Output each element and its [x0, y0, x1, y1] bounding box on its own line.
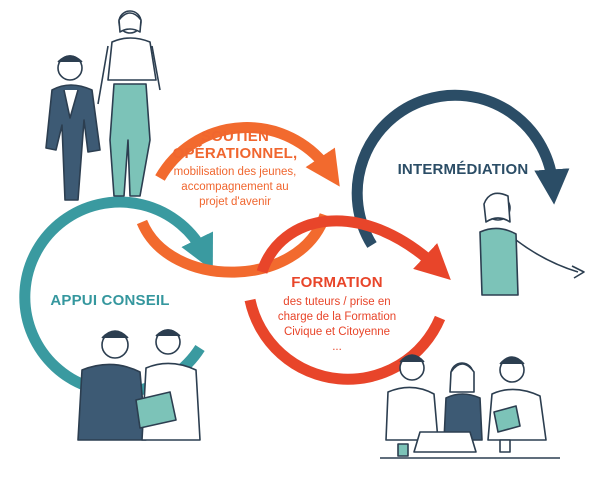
formation-title: FORMATION — [291, 274, 383, 291]
soutien-desc-line1: mobilisation des jeunes, — [173, 166, 297, 178]
advisors-illustration — [77, 329, 201, 441]
soutien-title-line1: SOUTIEN — [200, 128, 270, 145]
formation-desc-line2: charge de la Formation — [277, 311, 397, 323]
soutien-label: SOUTIEN OPÉRATIONNEL, mobilisation des j… — [170, 128, 300, 210]
training-group-illustration — [380, 354, 560, 459]
formation-desc-line1: des tuteurs / prise en — [283, 296, 391, 308]
soutien-desc-line2: accompagnement au — [181, 181, 289, 193]
intermediation-label: INTERMÉDIATION — [388, 161, 538, 178]
youth-illustration — [45, 10, 161, 201]
soutien-arrow-lower — [136, 213, 331, 278]
soutien-desc-line3: projet d'avenir — [199, 196, 271, 208]
intermediation-arrow — [351, 89, 570, 248]
mediator-illustration — [479, 192, 585, 296]
formation-label: FORMATION des tuteurs / prise en charge … — [262, 274, 412, 355]
formation-arrow-lower — [244, 298, 446, 385]
formation-desc-line4: ... — [332, 341, 342, 353]
soutien-arrow — [155, 122, 340, 187]
formation-arrow-upper — [256, 215, 451, 281]
formation-desc-line3: Civique et Citoyenne — [283, 326, 391, 338]
intermediation-title: INTERMÉDIATION — [397, 161, 529, 178]
soutien-title-line2: OPÉRATIONNEL, — [172, 145, 298, 162]
appui-label: APPUI CONSEIL — [45, 292, 175, 309]
appui-title: APPUI CONSEIL — [50, 292, 170, 309]
